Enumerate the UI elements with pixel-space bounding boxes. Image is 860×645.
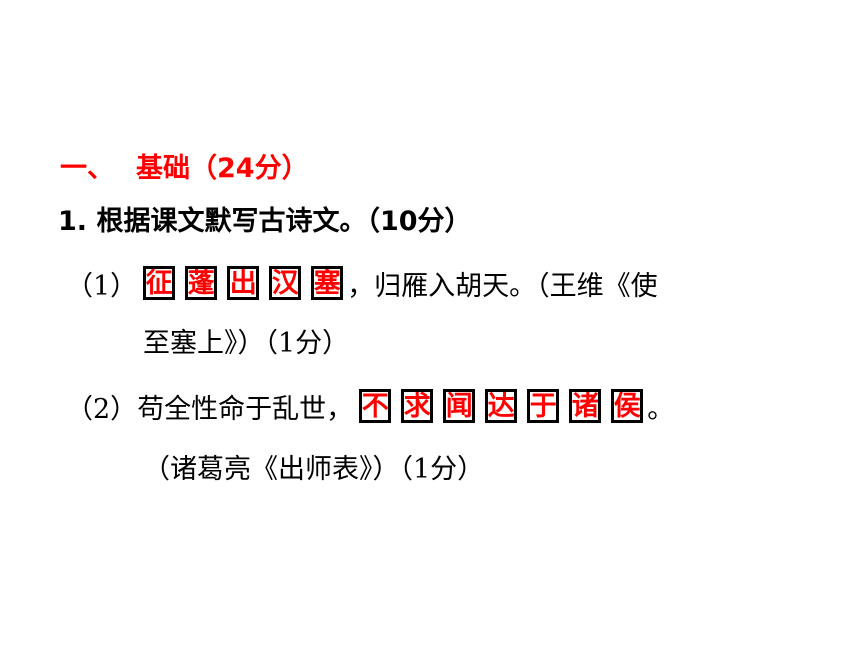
answer-box: 侯 xyxy=(611,389,644,423)
question-title: 1. 根据课文默写古诗文。（10分） xyxy=(58,206,472,237)
answer-box: 闻 xyxy=(443,389,476,423)
section-number: 一、 xyxy=(60,153,114,184)
item-1-continuation: 至塞上》）（1分） xyxy=(143,327,350,359)
section-title: 一、基础（24分） xyxy=(60,146,309,185)
answer-box: 求 xyxy=(401,389,434,423)
item-1-label: （1） xyxy=(66,270,138,302)
item-2-label: （2） xyxy=(66,393,138,425)
answer-box: 塞 xyxy=(311,266,344,300)
item-2-answer-boxes: 不 求 闻 达 于 诸 侯 xyxy=(359,389,644,423)
item-2-before-text: 苟全性命于乱世， xyxy=(137,393,354,425)
item-1-line: （1） 征 蓬 出 汉 塞 ，归雁入胡天。（王维《使 xyxy=(66,260,658,306)
answer-box: 不 xyxy=(359,389,392,423)
answer-box: 蓬 xyxy=(185,266,218,300)
answer-box: 达 xyxy=(485,389,518,423)
item-2-continuation: （诸葛亮《出师表》）（1分） xyxy=(143,453,485,485)
section-heading: 基础（24分） xyxy=(136,153,309,184)
answer-box: 征 xyxy=(143,266,176,300)
item-1-after-text: ，归雁入胡天。（王维《使 xyxy=(347,270,658,302)
answer-box: 出 xyxy=(227,266,260,300)
item-1-answer-boxes: 征 蓬 出 汉 塞 xyxy=(143,266,344,300)
answer-box: 汉 xyxy=(269,266,302,300)
item-2-line: （2） 苟全性命于乱世， 不 求 闻 达 于 诸 侯 。 xyxy=(66,383,674,429)
item-2-after-text: 。 xyxy=(647,393,675,425)
answer-box: 于 xyxy=(527,389,560,423)
answer-box: 诸 xyxy=(569,389,602,423)
